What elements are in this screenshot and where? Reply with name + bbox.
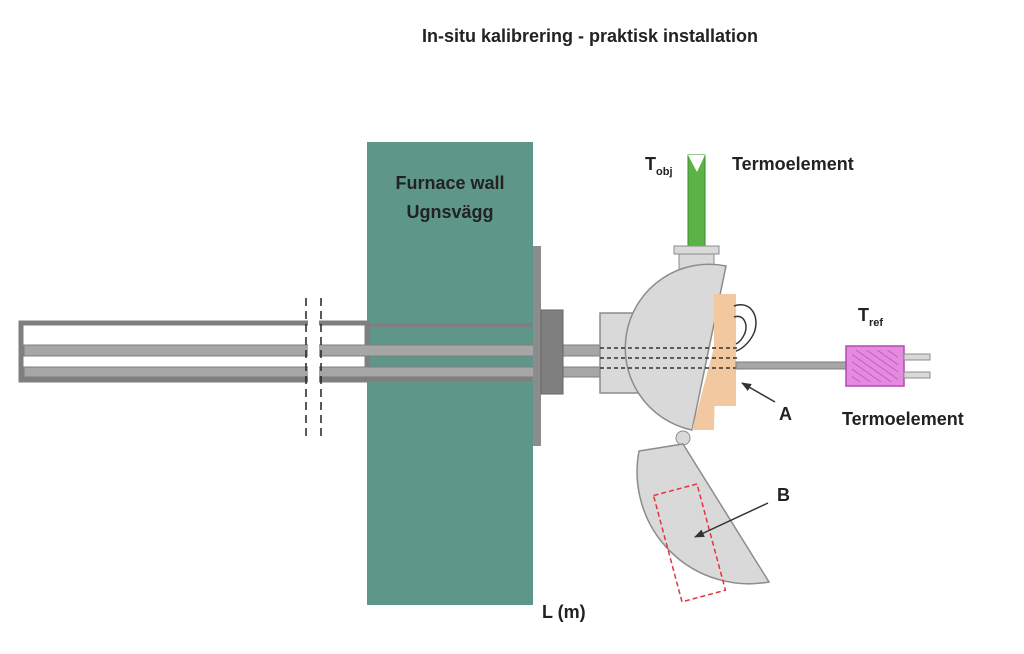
furnace-wall-label-en: Furnace wall	[395, 173, 504, 193]
length-label: L (m)	[542, 602, 586, 622]
mounting-flange-plate	[533, 246, 541, 446]
reference-connector-coil	[852, 350, 898, 382]
reference-wire-loop-inner	[733, 315, 747, 345]
reference-rod	[735, 361, 849, 370]
diagram-title: In-situ kalibrering - praktisk installat…	[422, 26, 758, 46]
label-a: A	[779, 404, 792, 424]
valve-hinge	[675, 430, 691, 446]
t-obj-label: Tobj	[645, 154, 673, 178]
thermocouple-obj-tip	[688, 155, 705, 172]
t-ref-label: Tref	[858, 305, 883, 329]
label-b: B	[777, 485, 790, 505]
rotary-valve-upper	[624, 263, 727, 431]
length-break-gap	[308, 320, 319, 384]
thermocouple-top-label: Termoelement	[732, 154, 854, 174]
furnace-wall-label-sv: Ugnsvägg	[406, 202, 493, 222]
pointer-arrow-a	[741, 382, 776, 403]
thermocouple-obj-flange	[673, 245, 720, 255]
reference-block-wedge	[692, 340, 716, 430]
reference-block	[714, 294, 736, 406]
connector-pin-top	[903, 353, 931, 361]
pointer-arrow-b	[694, 502, 769, 538]
connector-pin-bottom	[903, 371, 931, 379]
rotary-valve-lower	[636, 443, 771, 585]
sample-cavity	[652, 483, 727, 603]
mounting-flange-collar	[540, 309, 564, 395]
reference-wire-loop-outer	[733, 304, 757, 352]
thermocouple-right-label: Termoelement	[842, 409, 964, 429]
